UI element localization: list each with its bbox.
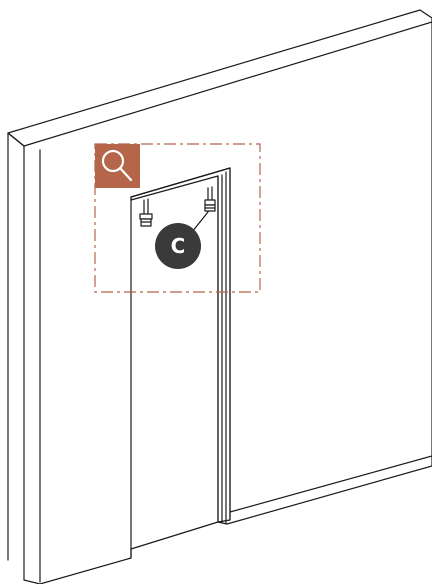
screw-left bbox=[139, 198, 153, 227]
callout-letter: C bbox=[171, 234, 186, 258]
lower-edge bbox=[229, 455, 432, 513]
callout-badge: C bbox=[155, 223, 201, 269]
screw-right bbox=[204, 186, 216, 212]
zoom-frame bbox=[94, 143, 261, 293]
magnifier-icon bbox=[101, 149, 133, 182]
magnifier-badge bbox=[95, 144, 140, 188]
callout-leader bbox=[191, 211, 209, 233]
wall-opening bbox=[130, 167, 231, 559]
